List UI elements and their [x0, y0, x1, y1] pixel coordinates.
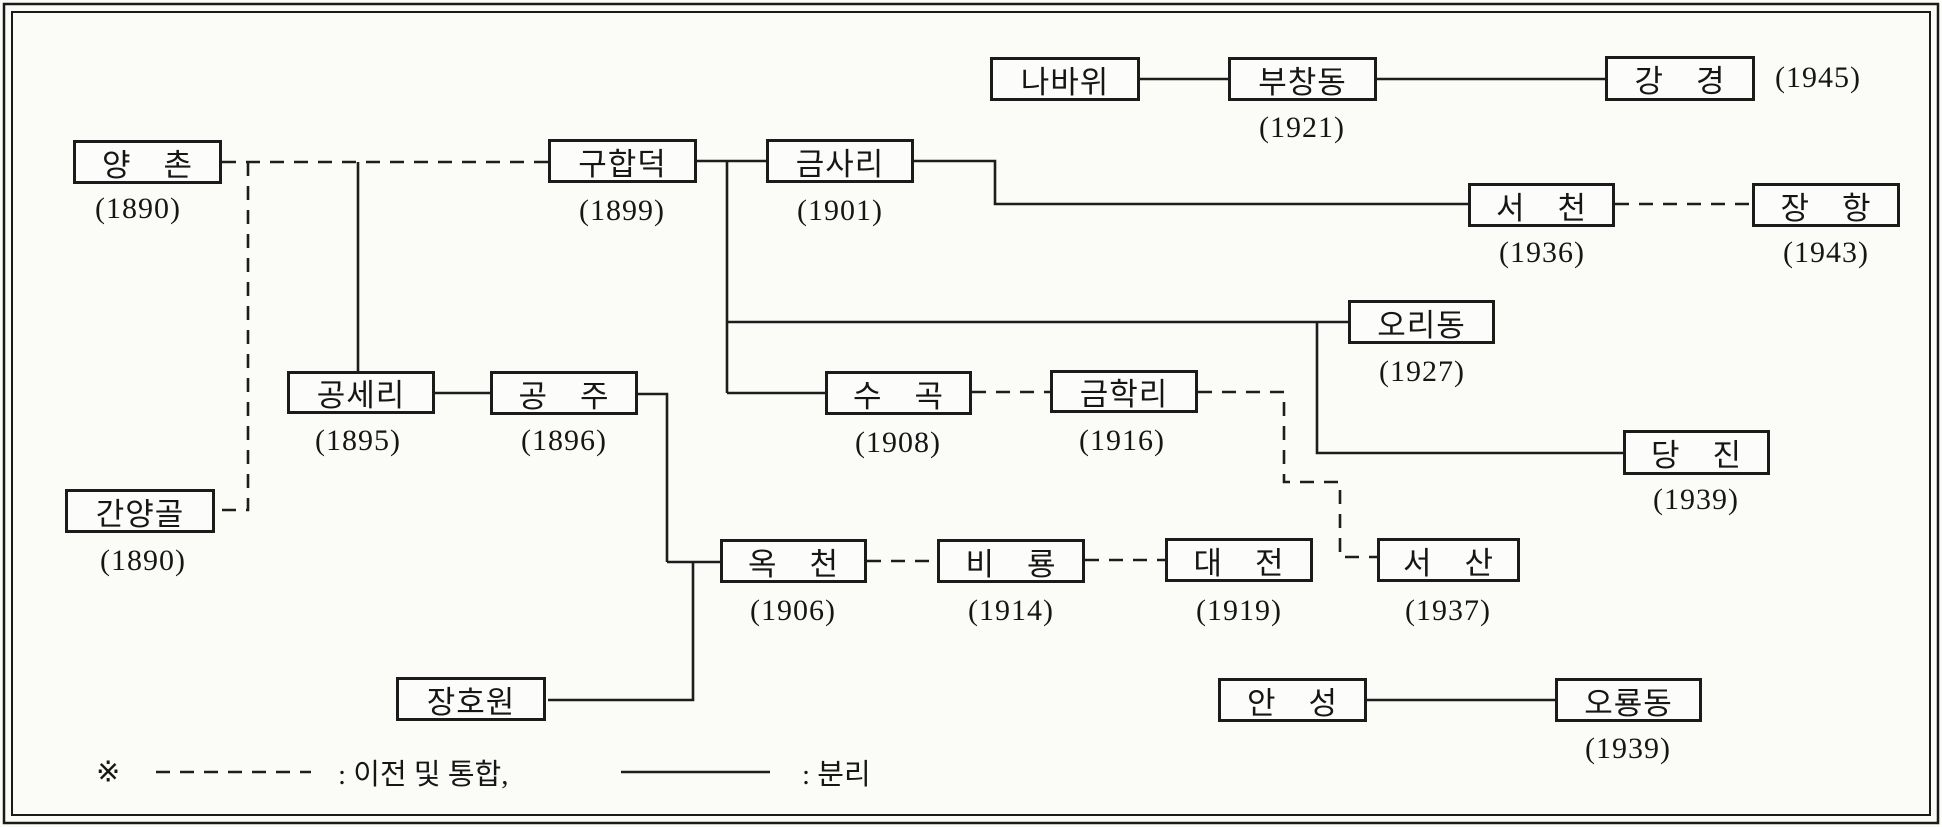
year-gongju: (1896) — [521, 424, 607, 457]
year-oridong: (1927) — [1379, 355, 1465, 388]
edge-geumsari-seocheon — [914, 159, 1468, 206]
edge-yangchon-ganyanggol — [215, 162, 250, 512]
node-buchangdong: 부창동 — [1228, 57, 1377, 101]
year-biryong: (1914) — [968, 594, 1054, 627]
node-nabawi: 나바위 — [990, 57, 1140, 101]
year-daejeon: (1919) — [1196, 594, 1282, 627]
legend-dashed-label: : 이전 및 통합, — [338, 759, 509, 791]
node-oridong: 오리동 — [1348, 300, 1495, 344]
node-yangchon: 양 촌 — [73, 140, 222, 184]
year-guhapdeok: (1899) — [579, 194, 665, 227]
legend-marker: ※ — [96, 756, 121, 789]
year-sugok: (1908) — [855, 426, 941, 459]
year-yangchon: (1890) — [95, 192, 181, 225]
edge-geumhakri-seosan — [1198, 390, 1377, 559]
year-janghang: (1943) — [1783, 236, 1869, 269]
edge-drop-dangjin — [1315, 322, 1623, 455]
node-daejeon: 대 전 — [1165, 538, 1313, 582]
node-seosan: 서 산 — [1377, 538, 1520, 582]
node-anseong: 안 성 — [1218, 678, 1367, 722]
node-gongju: 공 주 — [490, 371, 638, 415]
node-ganyanggol: 간양골 — [65, 489, 215, 533]
node-ganggyeong: 강 경 — [1605, 56, 1755, 101]
inner-frame — [11, 11, 1931, 816]
legend-solid-label: : 분리 — [802, 759, 871, 791]
node-oryongdong: 오룡동 — [1555, 678, 1702, 722]
year-geumhakri: (1916) — [1079, 424, 1165, 457]
node-biryong: 비 룡 — [937, 539, 1085, 583]
year-geumsari: (1901) — [797, 194, 883, 227]
year-gongseri: (1895) — [315, 424, 401, 457]
node-geumhakri: 금학리 — [1050, 370, 1198, 413]
edge-gongju-trunk — [638, 392, 669, 562]
node-guhapdeok: 구합덕 — [548, 139, 697, 183]
year-buchangdong: (1921) — [1259, 111, 1345, 144]
node-sugok: 수 곡 — [825, 371, 972, 415]
year-seocheon: (1936) — [1499, 236, 1585, 269]
node-dangjin: 당 진 — [1623, 430, 1770, 475]
node-janghang: 장 항 — [1752, 183, 1900, 227]
year-ganyanggol: (1890) — [100, 544, 186, 577]
node-janghowon: 장호원 — [396, 677, 546, 721]
year-okcheon: (1906) — [750, 594, 836, 627]
node-seocheon: 서 천 — [1468, 183, 1615, 227]
year-oryongdong: (1939) — [1585, 732, 1671, 765]
year-seosan: (1937) — [1405, 594, 1491, 627]
node-gongseri: 공세리 — [287, 371, 435, 414]
year-dangjin: (1939) — [1653, 483, 1739, 516]
node-okcheon: 옥 천 — [720, 539, 867, 583]
year-ganggyeong: (1945) — [1775, 61, 1861, 94]
edge-trunk-janghowon — [548, 562, 695, 702]
node-geumsari: 금사리 — [766, 139, 914, 183]
